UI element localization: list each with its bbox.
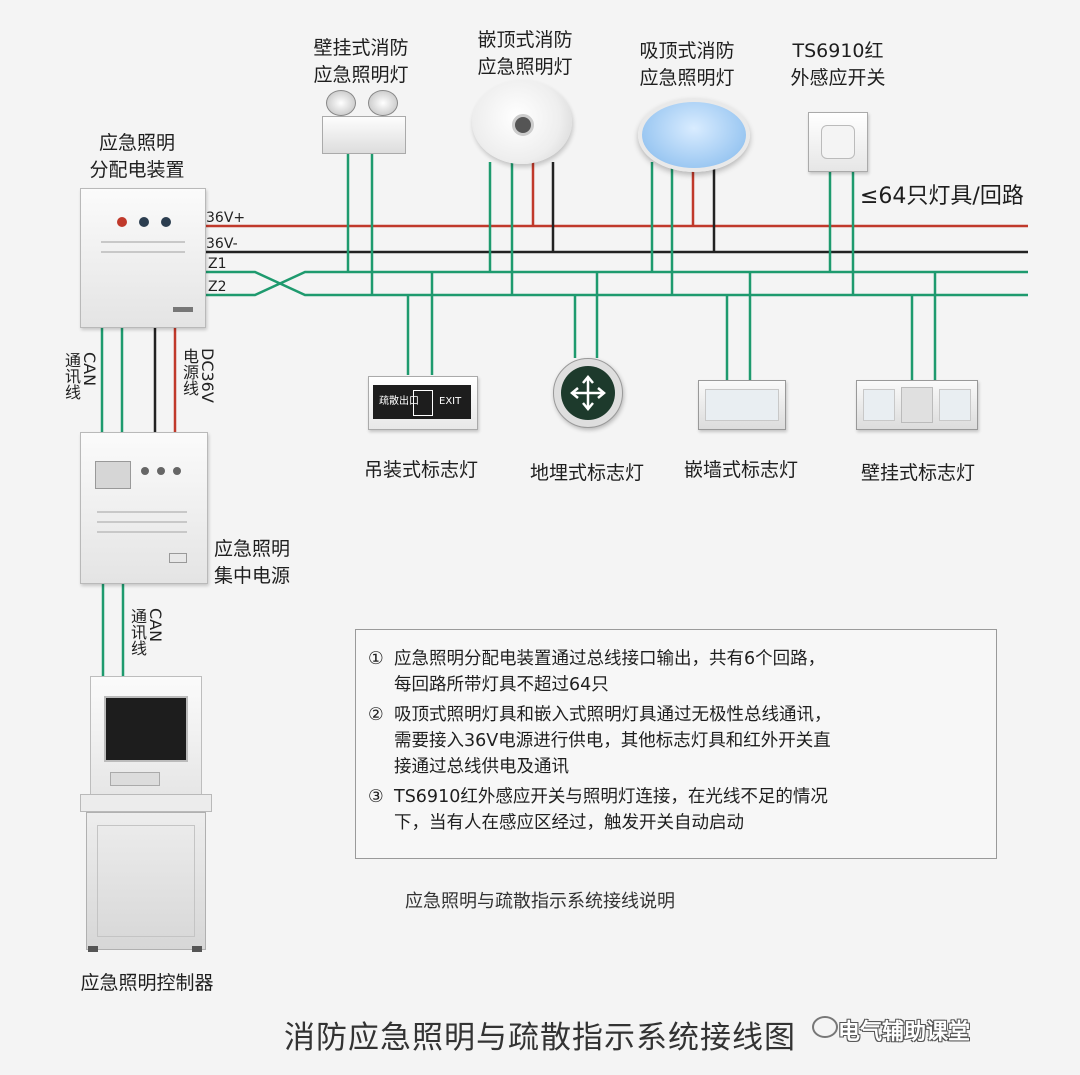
label-distribution-device: 应急照明 分配电装置 bbox=[89, 132, 185, 181]
can-wire-label-1: CAN 通讯线 bbox=[62, 352, 99, 400]
can-wire-label-2: CAN 通讯线 bbox=[128, 608, 165, 656]
controller-cabinet bbox=[80, 676, 212, 956]
bus-z1 bbox=[205, 270, 1028, 297]
label-central-power: 应急照明 集中电源 bbox=[214, 538, 291, 587]
dc36v-wire-label: DC36V 电源线 bbox=[180, 348, 217, 403]
label-wall-embedded-sign: 嵌墙式标志灯 bbox=[683, 459, 798, 481]
label-controller: 应急照明控制器 bbox=[80, 972, 214, 994]
central-power-box bbox=[80, 432, 208, 584]
bus-label-36v-minus: 36V- bbox=[206, 236, 238, 252]
label-wall-mounted-sign: 壁挂式标志灯 bbox=[860, 462, 975, 484]
label-recessed-emergency: 嵌顶式消防 应急照明灯 bbox=[477, 29, 573, 78]
ceiling-emergency-light-icon bbox=[638, 98, 750, 172]
bus-label-z2: Z2 bbox=[208, 279, 227, 295]
bus-label-36v-plus: 36V+ bbox=[206, 210, 246, 226]
bus-label-z1: Z1 bbox=[208, 256, 227, 272]
wall-embedded-sign-lamp-icon bbox=[698, 380, 786, 430]
note-3-line-2: 下，当有人在感应区经过，触发开关自动启动 bbox=[394, 813, 744, 833]
label-ceiling-emergency: 吸顶式消防 应急照明灯 bbox=[639, 40, 735, 89]
label-hanging-sign: 吊装式标志灯 bbox=[363, 459, 478, 481]
label-wall-emergency: 壁挂式消防 应急照明灯 bbox=[313, 37, 409, 86]
bus-z2 bbox=[205, 270, 1028, 297]
notes-caption: 应急照明与疏散指示系统接线说明 bbox=[405, 891, 675, 912]
diagram-title: 消防应急照明与疏散指示系统接线图 bbox=[284, 1020, 796, 1056]
hanging-sign-lamp-icon: 疏散出口 EXIT bbox=[368, 376, 478, 430]
wall-emergency-light-icon bbox=[322, 90, 406, 154]
distribution-device-box bbox=[80, 188, 206, 328]
label-floor-sign: 地埋式标志灯 bbox=[529, 462, 644, 484]
four-way-arrows-icon bbox=[570, 375, 606, 411]
exit-sign-right-text: EXIT bbox=[439, 396, 462, 407]
label-ir-switch: TS6910红 外感应开关 bbox=[790, 40, 886, 89]
exit-sign-left-text: 疏散出口 bbox=[379, 396, 419, 407]
recessed-emergency-light-icon bbox=[472, 80, 572, 164]
loop-limit-label: ≤64只灯具/回路 bbox=[860, 184, 1024, 209]
note-1-line-2: 每回路所带灯具不超过64只 bbox=[394, 675, 609, 695]
wechat-icon bbox=[812, 1016, 838, 1038]
wall-mounted-sign-lamp-icon bbox=[856, 380, 978, 430]
note-2-line-3: 接通过总线供电及通讯 bbox=[394, 757, 569, 777]
floor-sign-lamp-icon bbox=[553, 358, 623, 428]
ir-switch-icon bbox=[808, 112, 868, 172]
watermark: 电气辅助课堂 bbox=[838, 1020, 971, 1045]
note-2-line-2: 需要接入36V电源进行供电，其他标志灯具和红外开关直 bbox=[394, 731, 831, 751]
